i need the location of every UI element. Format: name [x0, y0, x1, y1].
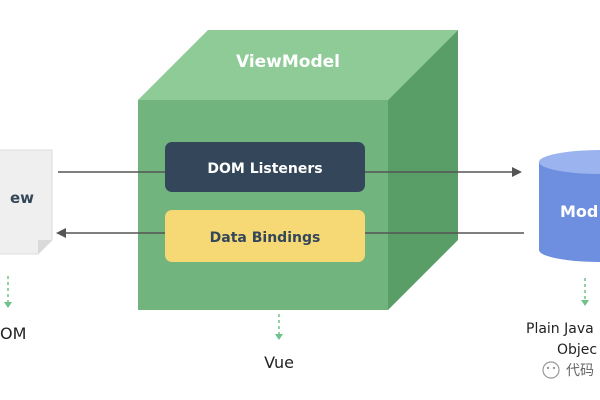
watermark-icon-dot	[546, 366, 550, 370]
arrow-bottom-head	[56, 228, 66, 238]
watermark: 代码	[542, 361, 594, 379]
view-dashed-arrowhead	[4, 302, 12, 308]
watermark-icon	[542, 361, 560, 379]
data-bindings-box: Data Bindings	[165, 210, 365, 262]
watermark-icon-dot2	[552, 366, 556, 370]
vue-dashed-arrowhead	[275, 334, 283, 340]
arrow-view-to-model	[58, 167, 522, 177]
viewmodel-cube: ViewModel	[138, 30, 458, 310]
arrow-model-to-view	[56, 228, 524, 238]
vue-caption: Vue	[264, 353, 294, 372]
model-link: Plain Java Objec	[526, 278, 597, 358]
vue-link: Vue	[264, 314, 294, 372]
model-cylinder-body	[539, 162, 600, 262]
watermark-text: 代码	[566, 363, 594, 379]
cube-side-face	[388, 30, 458, 310]
viewmodel-title: ViewModel	[236, 52, 340, 72]
view-node: ew	[0, 149, 53, 255]
model-node: Mod	[539, 150, 600, 262]
view-caption: OM	[0, 324, 26, 343]
arrow-top-head	[512, 167, 522, 177]
cube-front-face	[138, 100, 388, 310]
dom-listeners-label: DOM Listeners	[207, 161, 322, 177]
model-label: Mod	[560, 202, 598, 221]
model-cylinder-top	[539, 150, 600, 174]
data-bindings-label: Data Bindings	[210, 230, 321, 246]
model-caption-line2: Objec	[557, 342, 597, 358]
model-dashed-arrowhead	[581, 300, 589, 306]
view-label: ew	[10, 189, 34, 207]
view-document-fold	[38, 240, 52, 254]
dom-listeners-rect	[165, 142, 365, 192]
cube-top-face	[138, 30, 458, 100]
dom-listeners-box: DOM Listeners	[165, 142, 365, 192]
view-dom-link: OM	[0, 276, 26, 343]
model-caption-line1: Plain Java	[526, 321, 594, 337]
data-bindings-rect	[165, 210, 365, 262]
